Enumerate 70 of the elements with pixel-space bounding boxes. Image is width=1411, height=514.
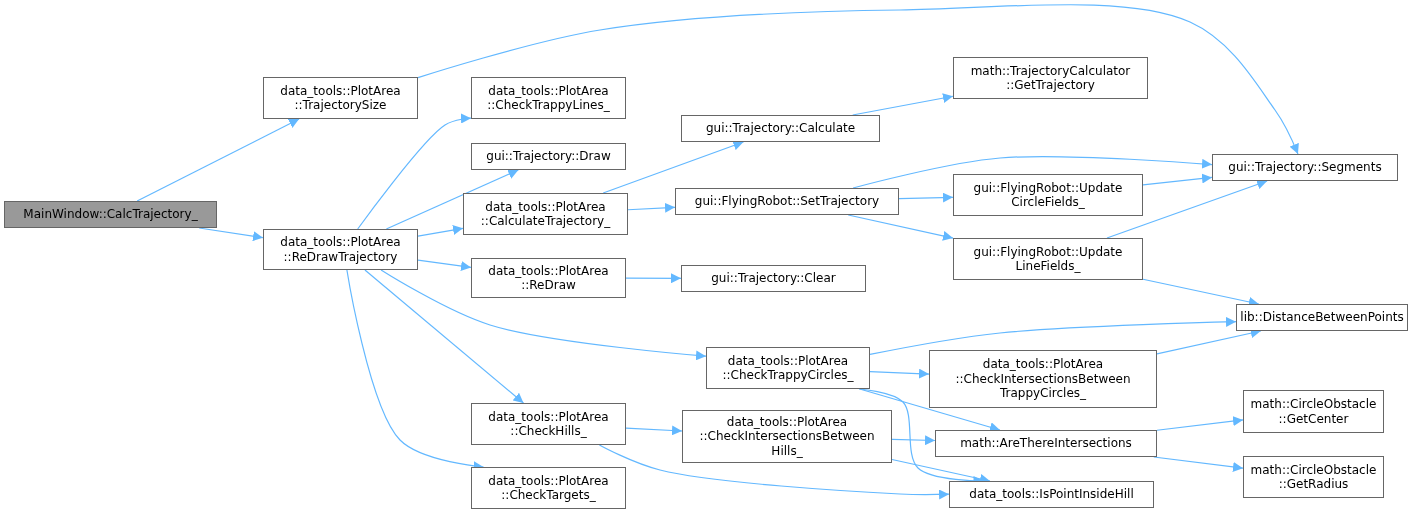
function-box — [463, 193, 628, 235]
function-box — [4, 201, 217, 228]
function-box — [263, 77, 418, 119]
function-name: MainWindow::CalcTrajectory_ — [23, 207, 198, 222]
call-arrow — [1156, 416, 1244, 431]
call-arrow — [891, 435, 936, 446]
function-name: data_tools::PlotArea ::CheckTrappyLines_ — [486, 83, 611, 113]
call-arrow — [385, 169, 519, 230]
function-box — [953, 57, 1148, 99]
function-name: data_tools::PlotArea ::CheckTrappyCircles_ — [721, 353, 855, 383]
function-name: gui::Trajectory::Draw — [486, 149, 611, 164]
call-arrow — [380, 269, 707, 361]
function-name: gui::FlyingRobot::SetTrajectory — [694, 194, 880, 209]
function-box — [471, 77, 626, 119]
call-arrow — [417, 4, 1299, 155]
function-name: data_tools::IsPointInsideHill — [969, 487, 1134, 502]
function-name: gui::Trajectory::Clear — [711, 271, 836, 286]
function-name: data_tools::PlotArea ::ReDraw — [487, 263, 610, 293]
function-box — [681, 265, 866, 292]
call-arrow — [357, 113, 472, 230]
function-box — [953, 238, 1143, 280]
function-name: data_tools::PlotArea ::TrajectorySize — [279, 83, 402, 113]
call-arrow — [417, 259, 472, 271]
function-box — [681, 115, 880, 142]
call-arrow — [898, 192, 954, 203]
function-name: data_tools::PlotArea ::CheckIntersectionsBetween Hills_ — [698, 414, 876, 459]
function-name: math::CircleObstacle ::GetCenter — [1249, 397, 1378, 426]
function-box — [929, 350, 1157, 408]
call-arrow — [847, 214, 954, 241]
call-arrow — [602, 140, 744, 194]
call-arrow — [869, 368, 930, 379]
function-name: lib::DistanceBetweenPoints — [1240, 310, 1404, 325]
call-arrow — [364, 269, 525, 404]
function-box — [471, 467, 626, 509]
call-arrow — [852, 156, 1213, 189]
function-name: math::TrajectoryCalculator ::GetTrajectory — [969, 63, 1132, 93]
function-box — [471, 258, 626, 298]
function-box — [935, 430, 1157, 457]
function-box — [682, 410, 892, 463]
call-arrow — [852, 93, 954, 116]
function-name: data_tools::PlotArea ::CheckHills_ — [487, 409, 610, 439]
function-box — [949, 481, 1154, 508]
call-arrow — [625, 273, 682, 284]
call-arrow — [1142, 173, 1213, 186]
call-arrow — [136, 118, 300, 202]
function-box — [1212, 154, 1398, 181]
function-box — [1243, 390, 1384, 433]
call-arrow — [869, 316, 1237, 356]
function-name: gui::FlyingRobot::Update LineFields_ — [972, 244, 1124, 274]
function-name: data_tools::PlotArea ::CalculateTrajectory_ — [479, 199, 612, 229]
function-box — [263, 229, 418, 270]
function-box — [1236, 304, 1408, 331]
function-box — [471, 403, 626, 445]
call-arrow — [1106, 179, 1268, 239]
call-arrow — [417, 225, 464, 237]
function-name: gui::Trajectory::Segments — [1228, 160, 1382, 175]
function-box — [706, 347, 870, 389]
call-arrow — [627, 202, 676, 213]
function-box — [1243, 456, 1384, 498]
function-box — [675, 188, 899, 215]
function-box — [953, 174, 1143, 216]
function-name: math::AreThereIntersections — [960, 436, 1132, 451]
call-arrow — [625, 425, 683, 436]
function-name: data_tools::PlotArea ::CheckTargets_ — [487, 473, 610, 503]
function-name: math::CircleObstacle ::GetRadius — [1249, 462, 1378, 492]
function-name: gui::Trajectory::Calculate — [705, 121, 856, 136]
function-name: data_tools::PlotArea ::CheckIntersectionsBetween TrappyCircles_ — [954, 357, 1132, 401]
function-name: data_tools::PlotArea ::ReDrawTrajectory — [279, 235, 402, 264]
function-box — [471, 143, 626, 170]
function-name: gui::FlyingRobot::Update CircleFields_ — [972, 180, 1124, 210]
